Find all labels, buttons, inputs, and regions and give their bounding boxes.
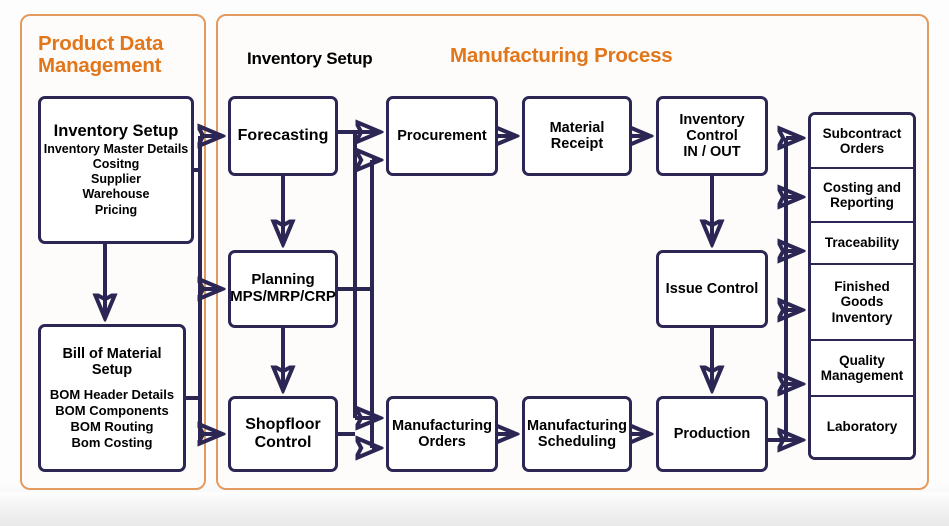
node-inventory-setup-item-0: Inventory Master Details [43,141,189,156]
node-material-receipt[interactable]: Material Receipt [522,96,632,176]
stack-item-subcontract-orders-line1: Subcontract [822,125,902,141]
node-material-receipt-label-line2: Receipt [550,136,604,152]
node-forecasting[interactable]: Forecasting [228,96,338,176]
stack-item-traceability[interactable]: Traceability [811,223,913,265]
node-bom-setup-item-0: BOM Header Details [49,387,175,403]
node-inventory-setup-item-2: Supplier [90,172,141,187]
stack-item-laboratory-line1: Laboratory [826,419,898,435]
stack-item-quality-management-line2: Management [820,368,904,383]
stack-item-subcontract-orders-line2: Orders [839,141,885,156]
node-manufacturing-scheduling-label-line2: Scheduling [537,434,617,450]
node-shopfloor-label-line1: Shopfloor [245,416,321,434]
panel-title-manufacturing-process: Manufacturing Process [450,44,673,67]
stack-item-costing-and-reporting-line2: Reporting [830,195,894,210]
stack-item-subcontract-orders[interactable]: Subcontract Orders [811,115,913,169]
node-bom-setup-item-3: Bom Costing [71,434,153,450]
node-production-label: Production [673,425,751,442]
node-manufacturing-scheduling-label-line1: Manufacturing [527,417,627,434]
stack-item-quality-management-line1: Quality [839,352,885,368]
stack-item-finished-goods-inventory-line3: Inventory [831,309,893,325]
node-inventory-setup-item-3: Warehouse [82,187,150,202]
footer-band [0,492,949,526]
output-modules-stack: Subcontract Orders Costing and Reporting… [808,112,916,460]
node-inventory-setup-title: Inventory Setup [53,122,179,141]
node-issue-control[interactable]: Issue Control [656,250,768,328]
node-bom-setup-title: Bill of Material Setup [62,345,162,378]
node-planning-label-line2: MPS/MRP/CRP [230,288,336,305]
stack-item-laboratory[interactable]: Laboratory [811,397,913,457]
node-bill-of-material-setup[interactable]: Bill of Material Setup BOM Header Detail… [38,324,186,472]
node-inventory-control-label-line2: Control [686,127,738,144]
node-manufacturing-orders-label-line1: Manufacturing [392,417,492,434]
node-planning-label-line1: Planning [251,271,315,289]
node-shopfloor-control[interactable]: Shopfloor Control [228,396,338,472]
node-production[interactable]: Production [656,396,768,472]
stack-item-finished-goods-inventory-line2: Goods [840,294,884,310]
node-manufacturing-scheduling[interactable]: Manufacturing Scheduling [522,396,632,472]
node-procurement-label: Procurement [397,127,487,144]
node-inventory-control-label-line1: Inventory [679,111,745,128]
node-shopfloor-label-line2: Control [254,434,312,451]
node-bom-setup-item-1: BOM Components [55,402,169,418]
stack-item-costing-and-reporting[interactable]: Costing and Reporting [811,169,913,223]
node-manufacturing-orders[interactable]: Manufacturing Orders [386,396,498,472]
node-inventory-setup[interactable]: Inventory Setup Inventory Master Details… [38,96,194,244]
node-procurement[interactable]: Procurement [386,96,498,176]
stack-item-quality-management[interactable]: Quality Management [811,341,913,397]
node-issue-control-label: Issue Control [665,280,759,297]
node-inventory-control-label-line3: IN / OUT [683,144,741,161]
section-label-inventory-setup: Inventory Setup [247,49,373,68]
node-manufacturing-orders-label-line2: Orders [418,434,466,450]
node-inventory-setup-item-4: Pricing [94,202,138,217]
node-material-receipt-label-line1: Material [549,119,605,136]
node-bom-setup-item-2: BOM Routing [70,418,154,434]
panel-title-product-data-management: Product Data Management [38,32,164,78]
node-inventory-control[interactable]: Inventory Control IN / OUT [656,96,768,176]
stack-item-costing-and-reporting-line1: Costing and [823,179,901,195]
node-inventory-setup-item-1: Cositng [92,156,140,171]
stack-item-finished-goods-inventory[interactable]: Finished Goods Inventory [811,265,913,341]
node-forecasting-label: Forecasting [237,127,329,145]
stack-item-finished-goods-inventory-line1: Finished [834,278,890,294]
node-planning[interactable]: Planning MPS/MRP/CRP [228,250,338,328]
stack-item-traceability-line1: Traceability [824,235,900,251]
